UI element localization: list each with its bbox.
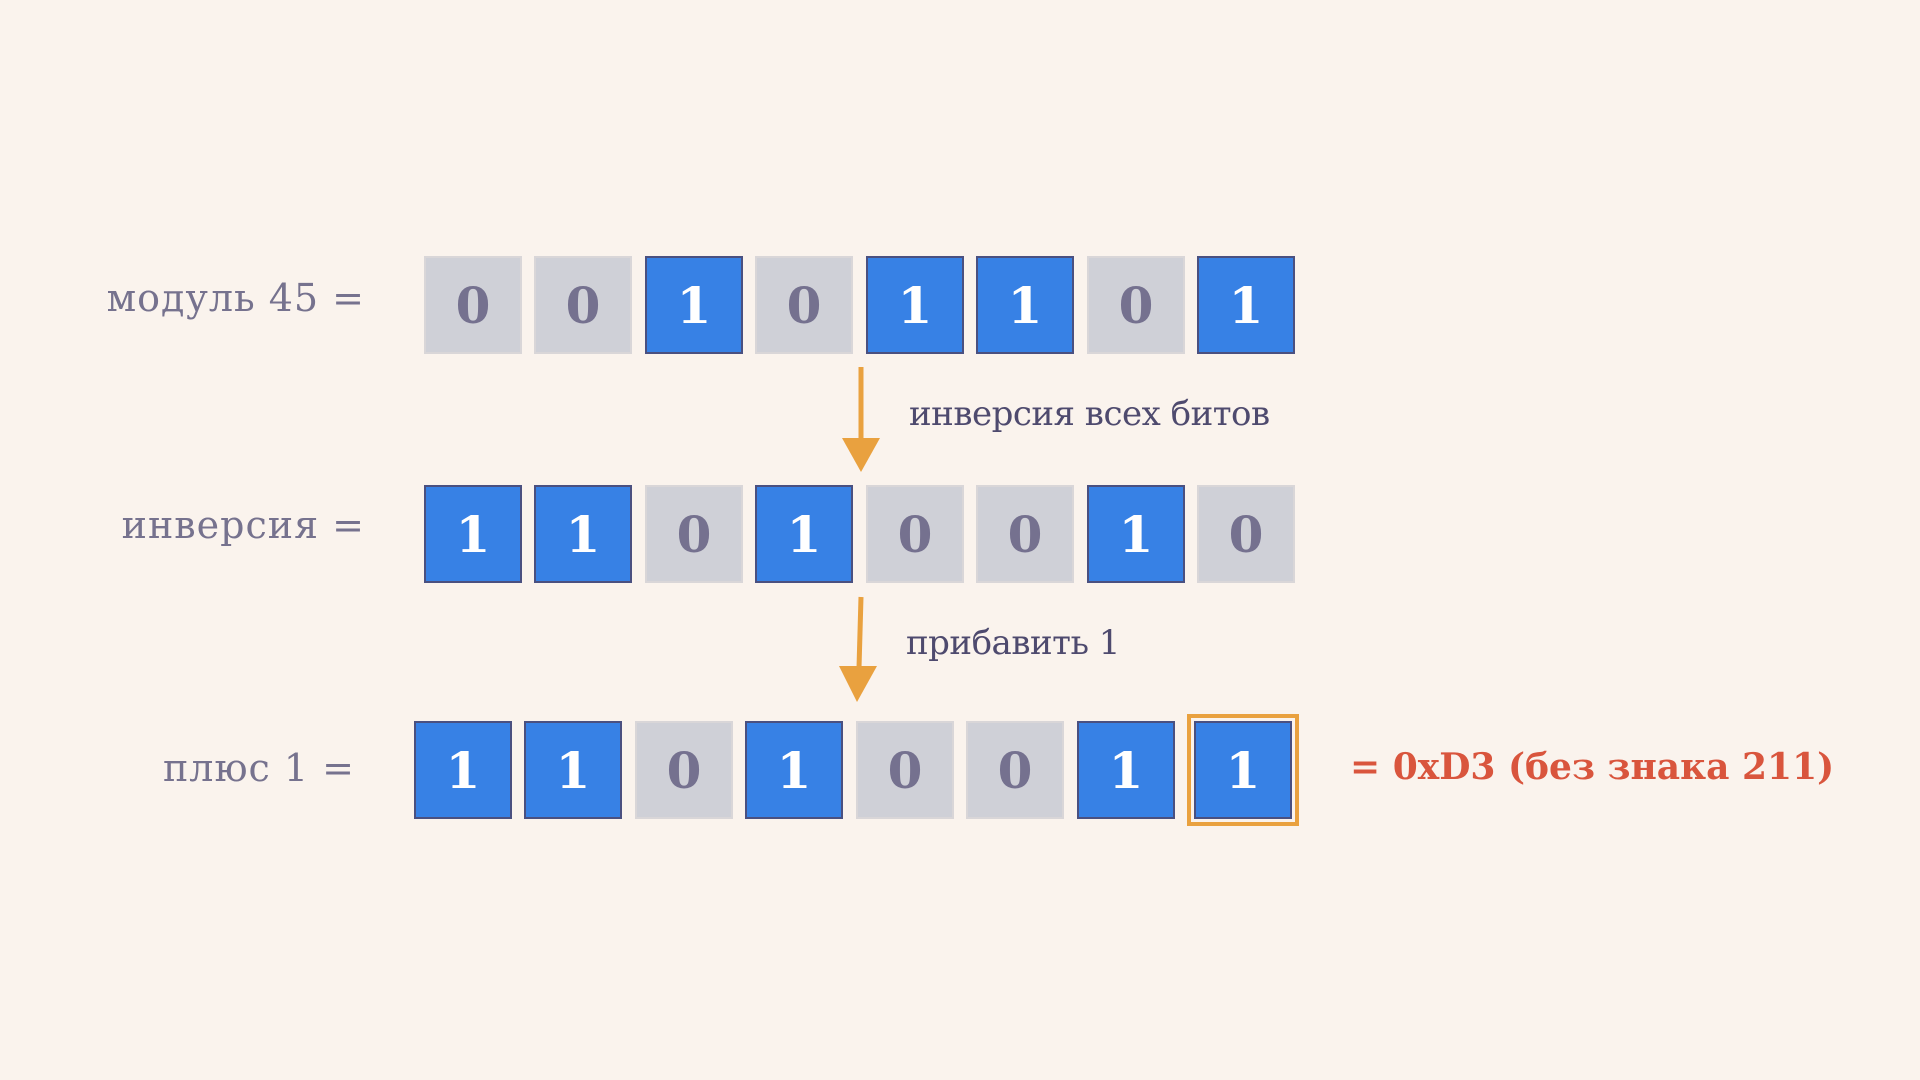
bit-cell: 1 <box>524 721 622 819</box>
bit-cell: 1 <box>755 485 853 583</box>
bit-cell: 1 <box>866 256 964 354</box>
row-label-modulus: модуль 45 = <box>106 276 365 320</box>
arrow-down-icon <box>839 596 877 702</box>
bit-cell: 0 <box>976 485 1074 583</box>
bit-cell: 0 <box>534 256 632 354</box>
bit-cell: 1 <box>645 256 743 354</box>
bit-cell: 1 <box>414 721 512 819</box>
bit-cell: 0 <box>866 485 964 583</box>
bit-cell: 0 <box>424 256 522 354</box>
bit-cell: 1 <box>1087 485 1185 583</box>
bit-cell: 1 <box>424 485 522 583</box>
step-label-add-one: прибавить 1 <box>906 623 1120 663</box>
result-text: = 0xD3 (без знака 211) <box>1350 746 1835 788</box>
row-label-inversion: инверсия = <box>121 503 365 547</box>
bit-cell: 0 <box>856 721 954 819</box>
bit-cell: 0 <box>966 721 1064 819</box>
bit-cell: 1 <box>745 721 843 819</box>
bit-cell: 1 <box>1194 721 1292 819</box>
bit-cell: 1 <box>1197 256 1295 354</box>
step-label-invert: инверсия всех битов <box>909 394 1270 434</box>
bit-cell: 0 <box>755 256 853 354</box>
bit-cell: 0 <box>645 485 743 583</box>
bit-cell: 0 <box>635 721 733 819</box>
bit-cell: 0 <box>1087 256 1185 354</box>
bit-cell: 1 <box>976 256 1074 354</box>
bit-cell: 1 <box>534 485 632 583</box>
bit-cell: 0 <box>1197 485 1295 583</box>
arrow-down-icon <box>842 367 880 472</box>
bit-cell: 1 <box>1077 721 1175 819</box>
row-label-plus-one: плюс 1 = <box>162 746 355 790</box>
changed-bit-highlight <box>1187 714 1299 826</box>
